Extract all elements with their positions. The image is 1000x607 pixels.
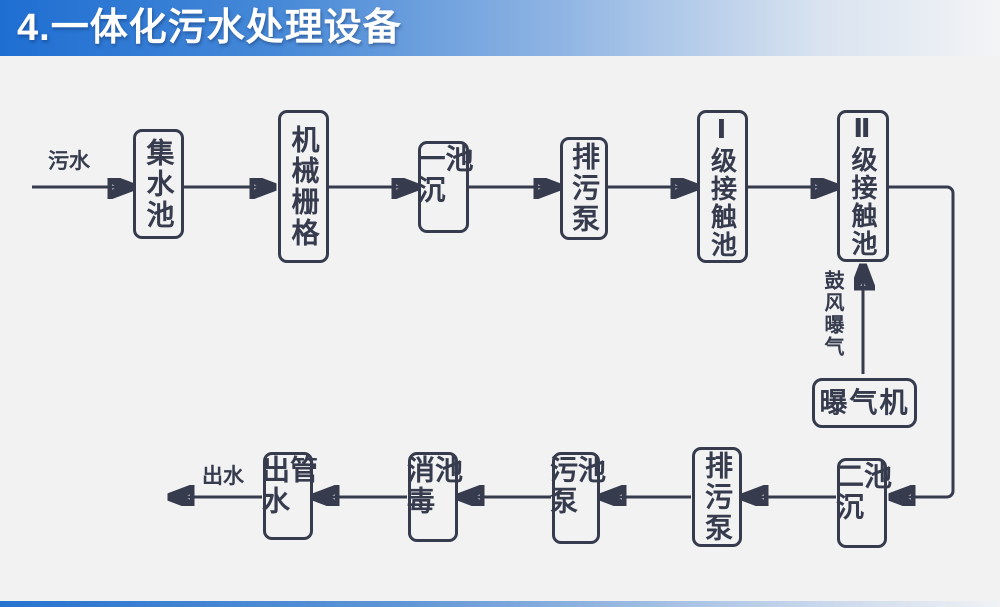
title-bar: 4.一体化污水处理设备 (0, 0, 1000, 56)
node-mechanical-grid: 机械栅格 (278, 110, 329, 263)
page-title: 4.一体化污水处理设备 (17, 7, 402, 49)
inflow-label: 污水 (48, 150, 90, 173)
node-collection-pool: 集水池 (133, 129, 184, 239)
arrow-contact2-to-secondary (889, 185, 955, 497)
node-sludge-pump-pool: 污泵池 (547, 452, 606, 544)
node-outlet-pipe: 出水管 (259, 452, 318, 540)
node-sewage-pump-top: 排污泵 (560, 137, 608, 240)
node-aerator: 曝气机 (812, 378, 917, 428)
node-disinfection-pool: 消毒池 (404, 452, 463, 542)
aeration-label: 鼓风曝气 (821, 270, 843, 358)
outflow-label: 出水 (202, 465, 244, 488)
node-level1-contact-pool: Ⅰ级接触池 (697, 110, 748, 263)
node-primary-sedimentation-pool: 一沉池 (415, 141, 474, 233)
node-level2-contact-pool: Ⅱ级接触池 (837, 110, 889, 262)
bottom-accent-bar (0, 601, 1000, 607)
node-secondary-sedimentation-pool: 二沉池 (833, 458, 892, 548)
node-sewage-pump-bottom: 排污泵 (692, 447, 742, 547)
